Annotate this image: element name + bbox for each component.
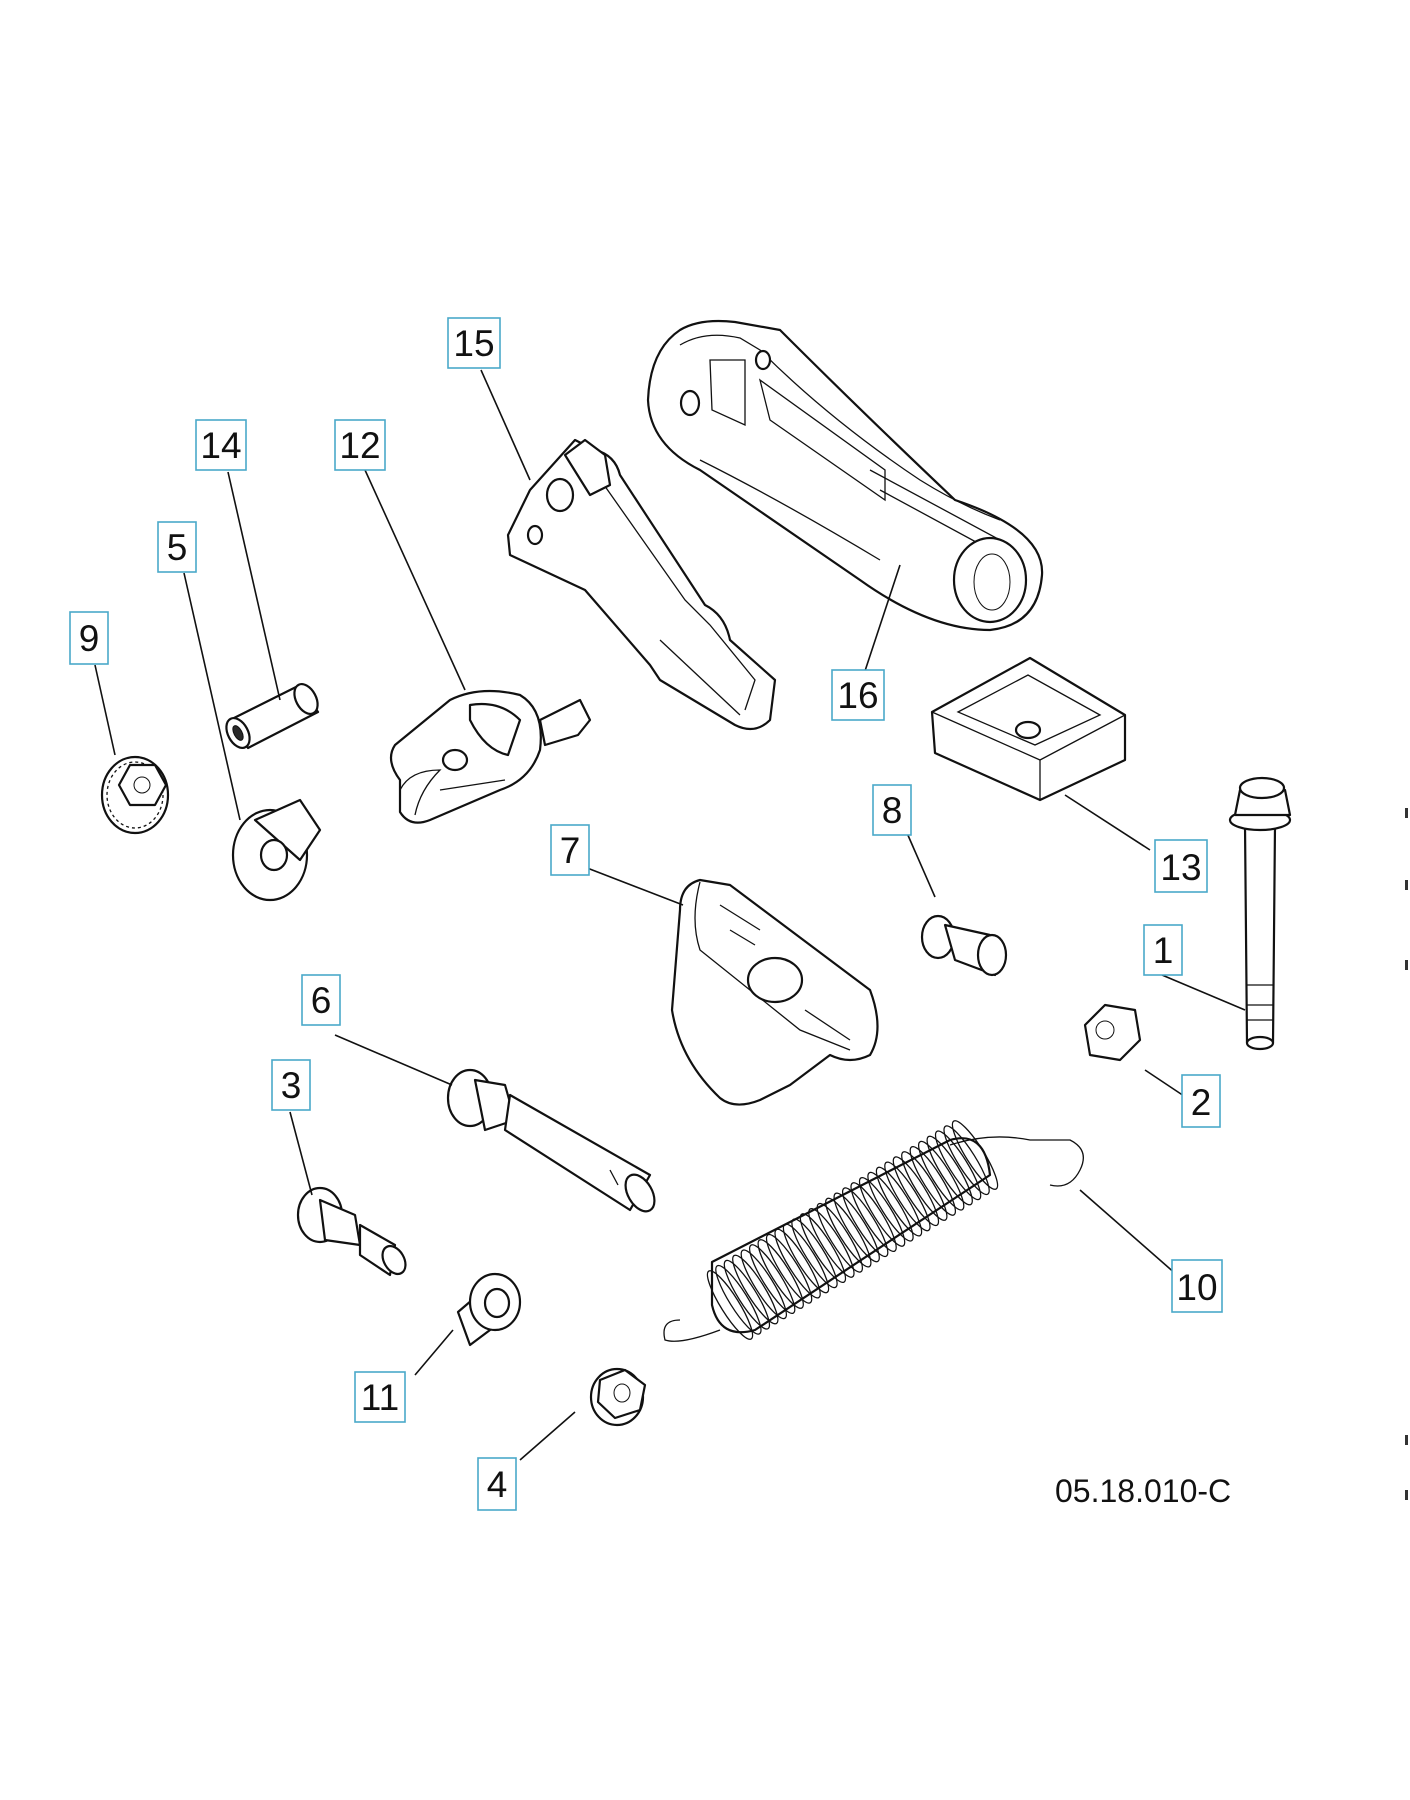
callout-7: 7 xyxy=(550,824,590,876)
callout-13: 13 xyxy=(1154,839,1208,893)
svg-text:2: 2 xyxy=(1191,1082,1212,1123)
spring-coil xyxy=(850,1182,897,1253)
part-6-long-bolt xyxy=(446,1068,656,1213)
spring-coil xyxy=(909,1145,956,1216)
svg-text:7: 7 xyxy=(560,830,581,871)
callout-10: 10 xyxy=(1171,1259,1223,1313)
svg-text:6: 6 xyxy=(311,980,332,1021)
spring-coil xyxy=(918,1140,965,1211)
part-14-roll-pin xyxy=(225,683,320,750)
callout-11: 11 xyxy=(354,1371,406,1423)
callout-15: 15 xyxy=(447,317,501,369)
spring-coil xyxy=(757,1239,804,1309)
part-13-bumper-block xyxy=(930,656,1127,802)
spring-coil xyxy=(808,1207,855,1278)
spring-coil xyxy=(799,1213,847,1284)
spring-coil xyxy=(867,1171,914,1242)
part-15-lever-arm xyxy=(506,438,777,731)
part-3-shoulder-pin xyxy=(296,1186,407,1277)
svg-text:12: 12 xyxy=(339,425,380,466)
spring-coil xyxy=(858,1176,906,1247)
diagram-code: 05.18.010-C xyxy=(1055,1473,1231,1509)
callout-9: 9 xyxy=(69,611,109,665)
callout-2: 2 xyxy=(1181,1074,1221,1128)
spring-coil xyxy=(765,1233,813,1304)
part-10-extension-spring xyxy=(663,1120,1084,1342)
svg-text:1: 1 xyxy=(1153,930,1174,971)
spring-coil xyxy=(715,1264,762,1335)
spring-coil xyxy=(943,1125,990,1196)
spring-coil xyxy=(706,1270,754,1340)
svg-text:15: 15 xyxy=(453,323,494,364)
spring-coil xyxy=(749,1244,796,1315)
callout-5: 5 xyxy=(157,521,197,573)
spring-coil xyxy=(951,1120,999,1190)
part-12-bracket xyxy=(389,689,592,824)
spring-coil xyxy=(816,1202,863,1273)
callout-6: 6 xyxy=(301,974,341,1026)
svg-text:13: 13 xyxy=(1160,847,1201,888)
part-11-bushing xyxy=(456,1272,522,1347)
svg-text:14: 14 xyxy=(200,425,241,466)
part-5-flanged-washer xyxy=(231,798,322,902)
callout-14: 14 xyxy=(195,419,247,471)
spring-coil xyxy=(833,1192,880,1263)
spring-coil xyxy=(732,1254,779,1325)
svg-text:11: 11 xyxy=(361,1377,399,1418)
spring-coil xyxy=(774,1228,821,1299)
spring-coil xyxy=(884,1161,931,1232)
spring-coil xyxy=(842,1187,889,1258)
part-16-handle-grip xyxy=(646,319,1044,632)
callout-16: 16 xyxy=(831,669,885,721)
spring-coil xyxy=(875,1166,923,1237)
spring-coil xyxy=(934,1130,982,1201)
spring-coil xyxy=(723,1259,771,1330)
svg-text:5: 5 xyxy=(167,527,188,568)
spring-coil xyxy=(791,1218,838,1289)
spring-coil xyxy=(901,1151,948,1221)
part-1-flange-bolt xyxy=(1228,776,1292,1051)
edge-marks xyxy=(1405,808,1408,1500)
spring-coil xyxy=(740,1249,787,1320)
svg-text:16: 16 xyxy=(837,675,878,716)
callout-3: 3 xyxy=(271,1059,311,1111)
part-8-shoulder-bolt xyxy=(920,914,1008,977)
spring-coil xyxy=(825,1197,872,1268)
svg-text:9: 9 xyxy=(79,618,100,659)
callout-8: 8 xyxy=(872,784,912,836)
callout-1: 1 xyxy=(1143,924,1183,976)
svg-text:4: 4 xyxy=(487,1464,508,1505)
leader-lines xyxy=(94,369,1246,1461)
callout-4: 4 xyxy=(477,1457,517,1511)
spring-coil xyxy=(926,1135,973,1206)
part-4-flange-nut xyxy=(589,1367,647,1427)
part-7-cam-block xyxy=(670,878,879,1106)
callout-12: 12 xyxy=(334,419,386,471)
spring-coil xyxy=(782,1223,830,1294)
part-2-lock-nut xyxy=(1083,1003,1142,1062)
spring-coil xyxy=(892,1156,940,1227)
part-9-flange-nut xyxy=(100,755,170,835)
svg-text:3: 3 xyxy=(281,1065,302,1106)
svg-text:10: 10 xyxy=(1176,1267,1217,1308)
svg-text:8: 8 xyxy=(882,790,903,831)
